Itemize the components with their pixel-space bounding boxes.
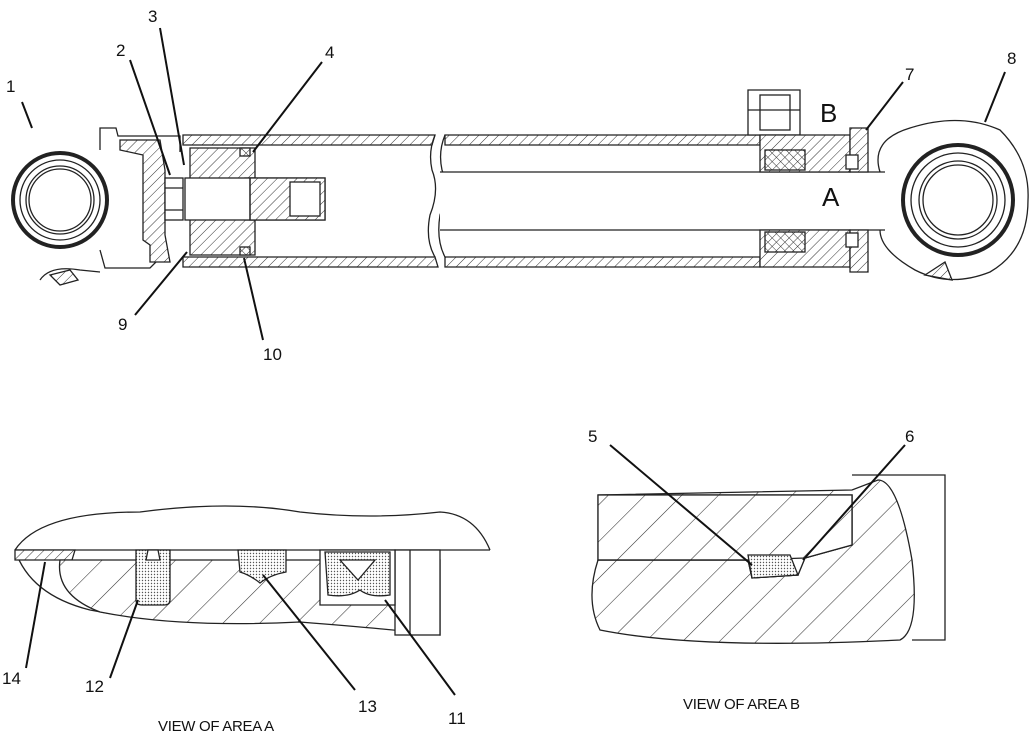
callout-3: 3 [148, 7, 157, 26]
rod-guide [759, 127, 869, 273]
port-fitting [747, 89, 801, 136]
left-eye-bearing [11, 151, 109, 249]
leader-lines-area-a [25, 561, 456, 696]
cylinder-assembly: B A [11, 89, 1029, 286]
callout-13: 13 [358, 697, 377, 716]
barrel-right [438, 134, 885, 268]
callout-4: 4 [325, 43, 334, 62]
callout-12: 12 [85, 677, 104, 696]
callout-labels: 1 2 3 4 5 6 7 8 9 10 11 12 13 14 [2, 7, 1016, 728]
caption-view-area-a: VIEW OF AREA A [158, 718, 274, 735]
view-area-a [14, 505, 491, 636]
area-marker-a: A [822, 182, 840, 212]
view-area-b [591, 474, 946, 644]
callout-14: 14 [2, 669, 21, 688]
caption-view-area-b: VIEW OF AREA B [683, 696, 800, 713]
callout-6: 6 [905, 427, 914, 446]
leader-lines-area-b [609, 444, 906, 566]
barrel-left [182, 134, 439, 268]
callout-7: 7 [905, 65, 914, 84]
callout-9: 9 [118, 315, 127, 334]
callout-11: 11 [448, 709, 466, 728]
piston-rod [184, 177, 326, 221]
right-eye-bearing [877, 119, 1029, 281]
leader-lines-main [21, 27, 1006, 341]
callout-5: 5 [588, 427, 597, 446]
area-marker-b: B [820, 98, 837, 128]
callout-10: 10 [263, 345, 282, 364]
callout-8: 8 [1007, 49, 1016, 68]
callout-2: 2 [116, 41, 125, 60]
callout-1: 1 [6, 77, 15, 96]
head-end [39, 127, 184, 286]
